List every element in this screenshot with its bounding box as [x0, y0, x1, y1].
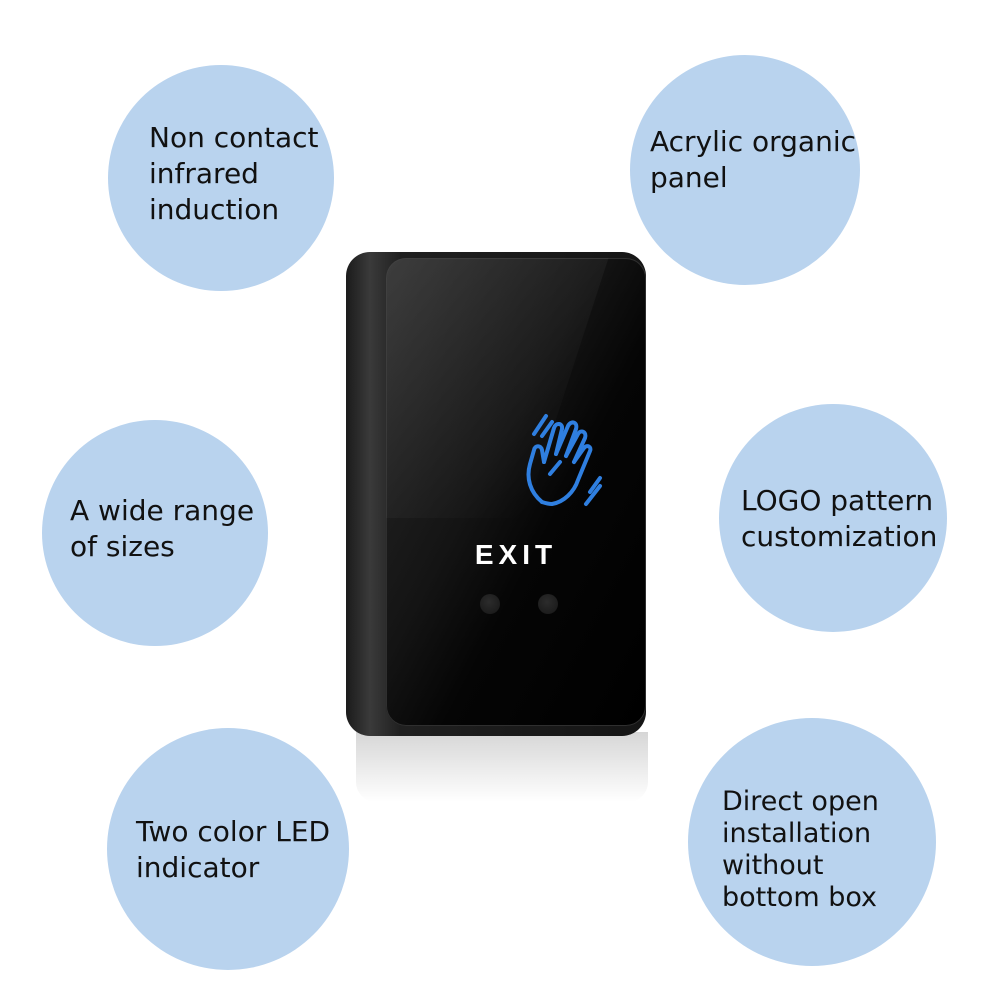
feature-bubble-acrylic-panel: Acrylic organic panel: [630, 55, 860, 285]
feature-bubble-logo: LOGO pattern customization: [719, 404, 947, 632]
led-indicator-right: [538, 594, 558, 614]
feature-bubble-non-contact: Non contact infrared induction: [108, 65, 334, 291]
exit-label: EXIT: [474, 539, 558, 570]
feature-bubble-installation: Direct open installation without bottom …: [688, 718, 936, 966]
feature-text: Two color LED indicator: [136, 815, 331, 884]
feature-text: Acrylic organic panel: [650, 125, 856, 194]
feature-text: A wide range of sizes: [70, 494, 255, 563]
feature-bubble-led: Two color LED indicator: [107, 728, 349, 970]
feature-text: Non contact infrared induction: [149, 121, 319, 226]
feature-text: LOGO pattern customization: [741, 484, 938, 553]
acrylic-panel: EXIT: [386, 258, 646, 726]
led-indicator-left: [480, 594, 500, 614]
feature-bubble-sizes: A wide range of sizes: [42, 420, 268, 646]
wave-hand-icon: [526, 414, 602, 506]
feature-text: Direct open installation without bottom …: [722, 786, 879, 913]
device-reflection: [356, 732, 648, 802]
exit-button-device: EXIT: [346, 252, 652, 740]
